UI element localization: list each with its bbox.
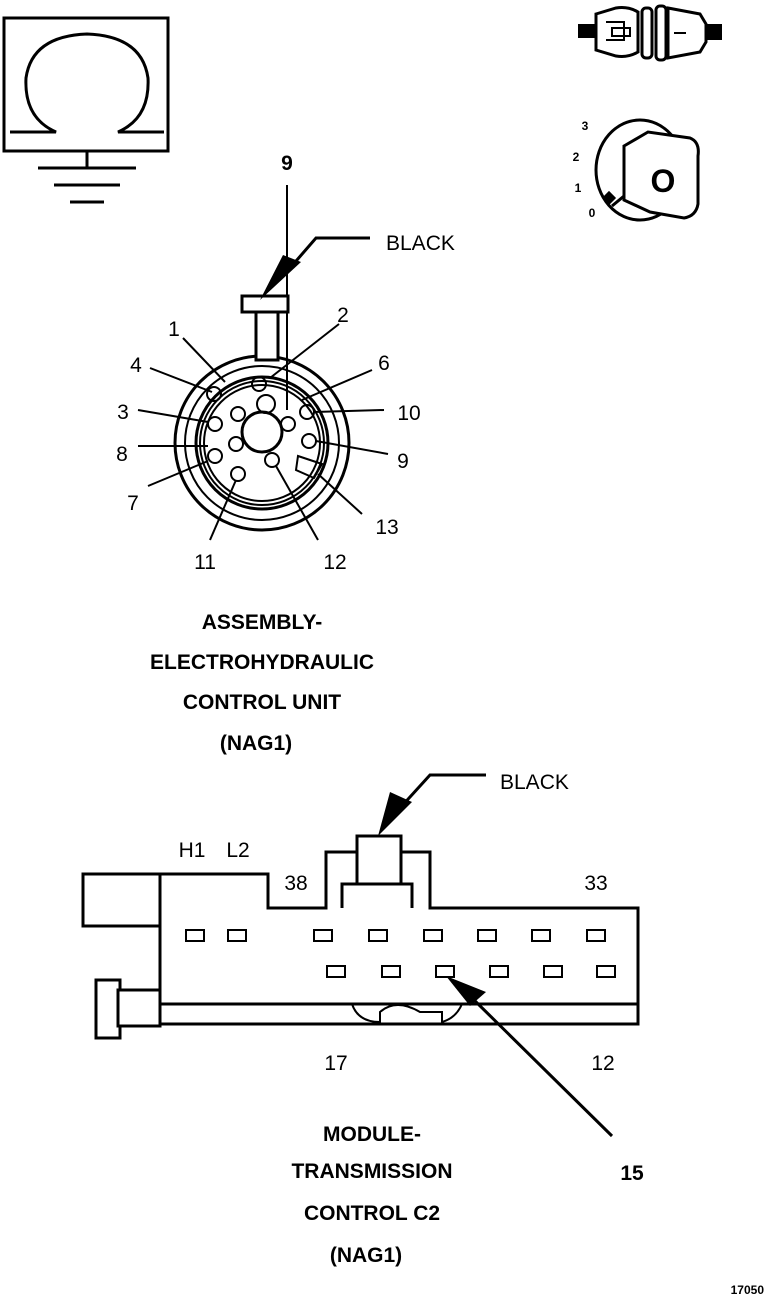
pin-label-13: 13 (375, 516, 398, 539)
black-wire-label: BLACK (386, 232, 455, 255)
pin-label-4: 4 (130, 354, 142, 377)
svg-text:MODULE-: MODULE- (323, 1123, 421, 1146)
ignition-key-letter: O (651, 163, 676, 199)
pin-label-7: 7 (127, 492, 139, 515)
label-l2: L2 (226, 839, 249, 862)
ignition-position-1: 1 (575, 181, 582, 195)
svg-text:CONTROL C2: CONTROL C2 (304, 1202, 440, 1225)
pin-label-15: 15 (620, 1162, 644, 1185)
cavity-row-top (185, 929, 606, 942)
black-wire-callout-lower: BLACK (378, 771, 569, 836)
cavity-row-bottom (326, 965, 616, 978)
svg-text:(NAG1): (NAG1) (220, 732, 292, 755)
label-h1: H1 (179, 839, 206, 862)
upper-connector-title: ASSEMBLY- ELECTROHYDRAULIC CONTROL UNIT … (150, 611, 374, 755)
ohmmeter-ground-icon (2, 16, 170, 204)
ignition-position-2: 2 (573, 150, 580, 164)
svg-text:ELECTROHYDRAULIC: ELECTROHYDRAULIC (150, 651, 374, 674)
pin-label-8: 8 (116, 443, 128, 466)
pin-label-11: 11 (194, 551, 216, 574)
ignition-position-3: 3 (582, 119, 589, 133)
label-17: 17 (324, 1052, 347, 1075)
pin-label-1: 1 (168, 318, 180, 341)
svg-text:CONTROL UNIT: CONTROL UNIT (183, 691, 341, 714)
svg-text:(NAG1): (NAG1) (330, 1244, 402, 1267)
rectangular-connector: BLACK 15 H1 L2 38 33 17 12 (81, 771, 644, 1185)
pin-label-9: 9 (397, 450, 409, 473)
top-pin-label: 9 (281, 152, 293, 175)
pin-cavities (206, 376, 324, 482)
pin-15-callout: 15 (446, 976, 644, 1185)
pin-label-2: 2 (337, 304, 349, 327)
connector-disconnect-icon (578, 4, 722, 62)
ignition-key-icon: O 3 2 1 0 (573, 118, 700, 222)
pin-label-10: 10 (397, 402, 420, 425)
black-wire-label-lower: BLACK (500, 771, 569, 794)
pin-label-12: 12 (323, 551, 346, 574)
pin-label-3: 3 (117, 401, 129, 424)
label-12: 12 (591, 1052, 614, 1075)
lower-connector-title: MODULE- TRANSMISSION CONTROL C2 (NAG1) (291, 1123, 452, 1267)
ignition-position-0: 0 (589, 206, 596, 220)
black-wire-callout: BLACK (260, 232, 455, 300)
svg-text:TRANSMISSION: TRANSMISSION (291, 1160, 452, 1183)
svg-text:ASSEMBLY-: ASSEMBLY- (202, 611, 323, 634)
label-33: 33 (584, 872, 607, 895)
label-38: 38 (284, 872, 307, 895)
round-connector: 9 BLAC (116, 152, 455, 574)
pin-label-6: 6 (378, 352, 390, 375)
figure-number: 17050 (731, 1283, 765, 1297)
